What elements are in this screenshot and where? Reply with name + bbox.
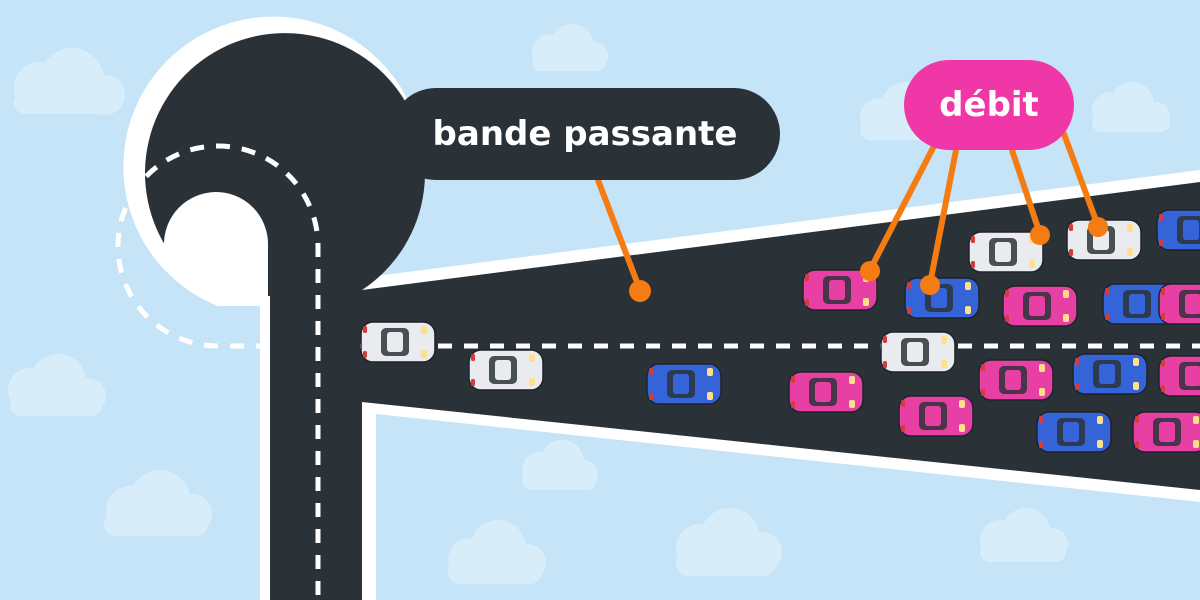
road-surface (145, 33, 1200, 600)
loop-center-line (115, 143, 321, 600)
throughput-pill (904, 60, 1074, 150)
car (1036, 411, 1112, 453)
car (788, 371, 864, 413)
throughput-connector-dot (920, 275, 940, 295)
loop-hole (164, 192, 268, 297)
cloud (676, 508, 782, 576)
bandwidth-connector-dot (629, 280, 651, 302)
throughput-connector (867, 143, 937, 273)
car (978, 359, 1054, 401)
cloud (1092, 82, 1170, 132)
throughput-connector (927, 147, 959, 287)
bandwidth-text: bande passante (433, 114, 738, 154)
throughput-text: débit (939, 85, 1039, 125)
car (898, 395, 974, 437)
throughput-label: débit (904, 60, 1074, 150)
car (1002, 285, 1078, 327)
car (1156, 209, 1200, 251)
bandwidth-pill (390, 88, 780, 180)
cars (360, 209, 1200, 453)
cloud (8, 354, 106, 416)
cloud (104, 470, 212, 536)
throughput-connector (1061, 131, 1101, 229)
car (646, 363, 722, 405)
car (904, 277, 980, 319)
throughput-connector-dot (860, 261, 880, 281)
road (115, 16, 1200, 600)
car (968, 231, 1044, 273)
car (360, 321, 436, 363)
car (880, 331, 956, 373)
connectors (595, 131, 1108, 302)
cloud (522, 440, 598, 490)
car (468, 349, 544, 391)
car (1072, 353, 1148, 395)
car (1158, 355, 1200, 397)
car (802, 269, 878, 311)
bandwidth-label: bande passante (390, 88, 780, 180)
cloud (14, 48, 125, 115)
throughput-connector (1009, 147, 1043, 237)
cloud (980, 508, 1068, 562)
cloud (448, 520, 546, 584)
bandwidth-connector (595, 177, 643, 293)
car (1132, 411, 1200, 453)
car (1158, 283, 1200, 325)
throughput-connector-dot (1030, 225, 1050, 245)
throughput-connector-dot (1088, 217, 1108, 237)
cloud (532, 24, 608, 71)
